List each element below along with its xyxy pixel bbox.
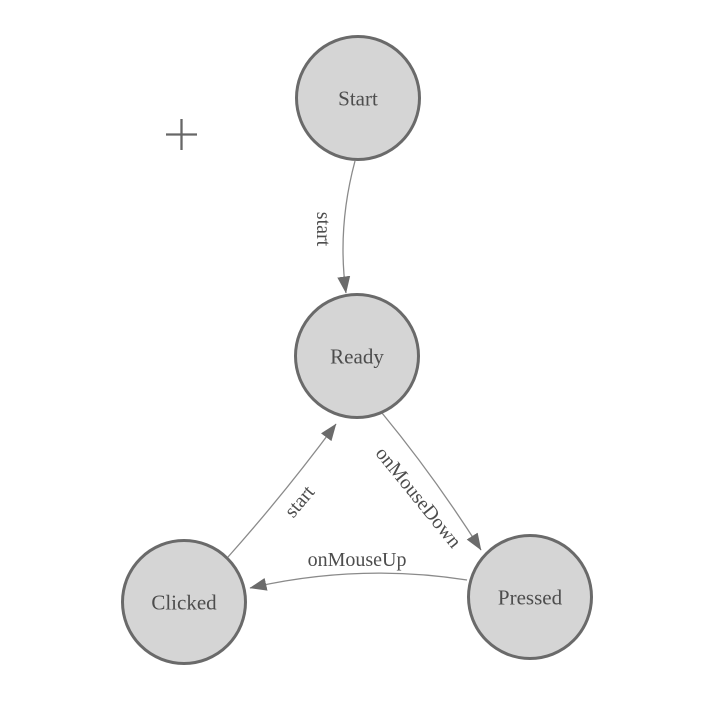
state-label: Start — [338, 86, 378, 110]
transition-start-to-ready[interactable]: start — [312, 160, 356, 294]
state-node-ready[interactable]: Ready — [294, 293, 420, 419]
state-circle — [295, 35, 421, 161]
transition-clicked-to-ready[interactable]: start — [227, 423, 337, 558]
transition-ready-to-pressed[interactable]: onMouseDown — [371, 412, 482, 552]
transition-label: onMouseUp — [308, 549, 407, 571]
transition-path — [227, 423, 337, 558]
state-node-pressed[interactable]: Pressed — [467, 534, 593, 660]
transition-pressed-to-clicked[interactable]: onMouseUp — [249, 549, 468, 591]
state-circle — [467, 534, 593, 660]
state-node-clicked[interactable]: Clicked — [121, 539, 247, 665]
state-circle — [294, 293, 420, 419]
crosshair-cursor-icon — [166, 119, 197, 150]
state-node-start[interactable]: Start — [295, 35, 421, 161]
transition-path — [381, 412, 482, 551]
state-label: Pressed — [498, 585, 563, 609]
state-label: Clicked — [151, 590, 217, 614]
transition-label: start — [280, 481, 319, 522]
state-circle — [121, 539, 247, 665]
transition-path — [337, 160, 356, 294]
state-label: Ready — [330, 344, 384, 368]
transition-label: start — [312, 212, 334, 247]
transition-path — [249, 572, 468, 591]
